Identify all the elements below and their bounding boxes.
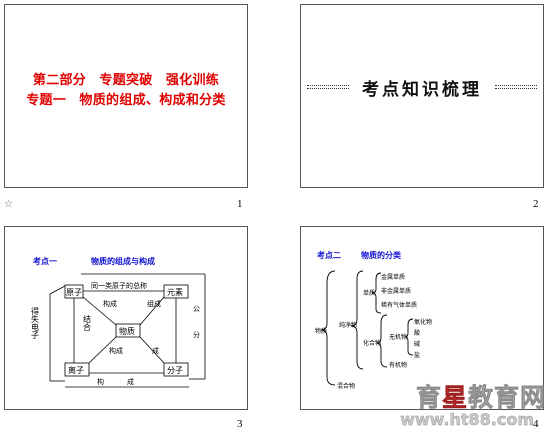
- slide-3-heading: 物质的组成与构成: [91, 257, 155, 266]
- label-bottom-left: 构: [97, 377, 104, 386]
- slide-4-heading: 物质的分类: [361, 251, 401, 260]
- node-mixture: 混合物: [337, 382, 355, 390]
- label-mid-top-right: 组成: [147, 299, 161, 308]
- left-dotted-rule: [307, 85, 349, 89]
- node-oxide: 氧化物: [414, 318, 432, 326]
- slide-1-title-line-1: 第二部分 专题突破 强化训练: [32, 73, 220, 88]
- label-mid-top-left: 构成: [103, 299, 117, 308]
- label-lower-left: 构成: [109, 346, 123, 355]
- watermark-text-b: 教育网: [467, 383, 546, 413]
- slide-1-number: 1: [237, 198, 243, 210]
- slide-4-topic: 考点二: [317, 251, 341, 260]
- slide-1[interactable]: 第二部分 专题突破 强化训练 专题一 物质的组成、构成和分类: [4, 4, 248, 188]
- node-element: 元素: [167, 287, 183, 297]
- node-nonmetal: 非金属单质: [381, 287, 411, 295]
- label-bottom-right: 成: [127, 377, 134, 386]
- label-lower-right: 成: [152, 346, 159, 355]
- node-compound: 化合物: [363, 339, 381, 347]
- node-molecule: 分子: [167, 366, 183, 375]
- node-simple: 单质: [363, 289, 375, 297]
- label-top: 同一类原子的总称: [91, 281, 147, 290]
- label-right-side-2: 分: [193, 330, 200, 339]
- label-inner-left: 结合: [83, 314, 92, 332]
- slide-4[interactable]: 考点二 物质的分类 物质 纯净物 混合物 单质 化合物 金属单质 非金属单质 稀…: [300, 226, 544, 410]
- slide-2-number: 2: [533, 198, 539, 210]
- node-pure: 纯净物: [339, 321, 357, 329]
- watermark-text-a: 育: [415, 383, 442, 413]
- node-salt: 盐: [414, 351, 420, 359]
- slide-2[interactable]: 考点知识梳理: [300, 4, 544, 188]
- star-icon: ☆: [4, 199, 13, 210]
- slide-3-topic: 考点一: [33, 257, 57, 266]
- node-organic: 有机物: [389, 361, 407, 369]
- slide-3-number: 3: [237, 418, 243, 430]
- node-base: 碱: [414, 341, 420, 348]
- classification-tree: 物质 纯净物 混合物 单质 化合物 金属单质 非金属单质 稀有气体单质 无机物 …: [315, 270, 432, 390]
- slide-1-title-line-2: 专题一 物质的组成、构成和分类: [26, 93, 226, 108]
- slide-2-title: 考点知识梳理: [362, 80, 482, 100]
- slide-4-number: 4: [533, 418, 539, 430]
- label-left-vertical: 得失电子: [31, 306, 40, 339]
- slide-3[interactable]: 考点一 物质的组成与构成: [4, 226, 248, 410]
- node-atom: 原子: [66, 288, 82, 297]
- node-metal: 金属单质: [381, 273, 405, 281]
- watermark-star-char: 星: [441, 383, 468, 413]
- node-inorganic: 无机物: [389, 333, 407, 341]
- node-acid: 酸: [414, 329, 420, 337]
- watermark-logo: 育星教育网: [416, 378, 546, 414]
- node-noble: 稀有气体单质: [381, 301, 417, 309]
- right-dotted-rule: [495, 85, 537, 89]
- node-root: 物质: [315, 327, 327, 335]
- composition-diagram: 原子 元素 物质 离子 分子 同一类原子的总称 得失电子 结合 构成 组成 构成…: [31, 273, 206, 388]
- node-ion: 离子: [68, 365, 84, 375]
- watermark-url: www.ht88.com: [400, 410, 534, 429]
- label-right-side: 公: [193, 305, 200, 313]
- node-matter: 物质: [119, 326, 135, 336]
